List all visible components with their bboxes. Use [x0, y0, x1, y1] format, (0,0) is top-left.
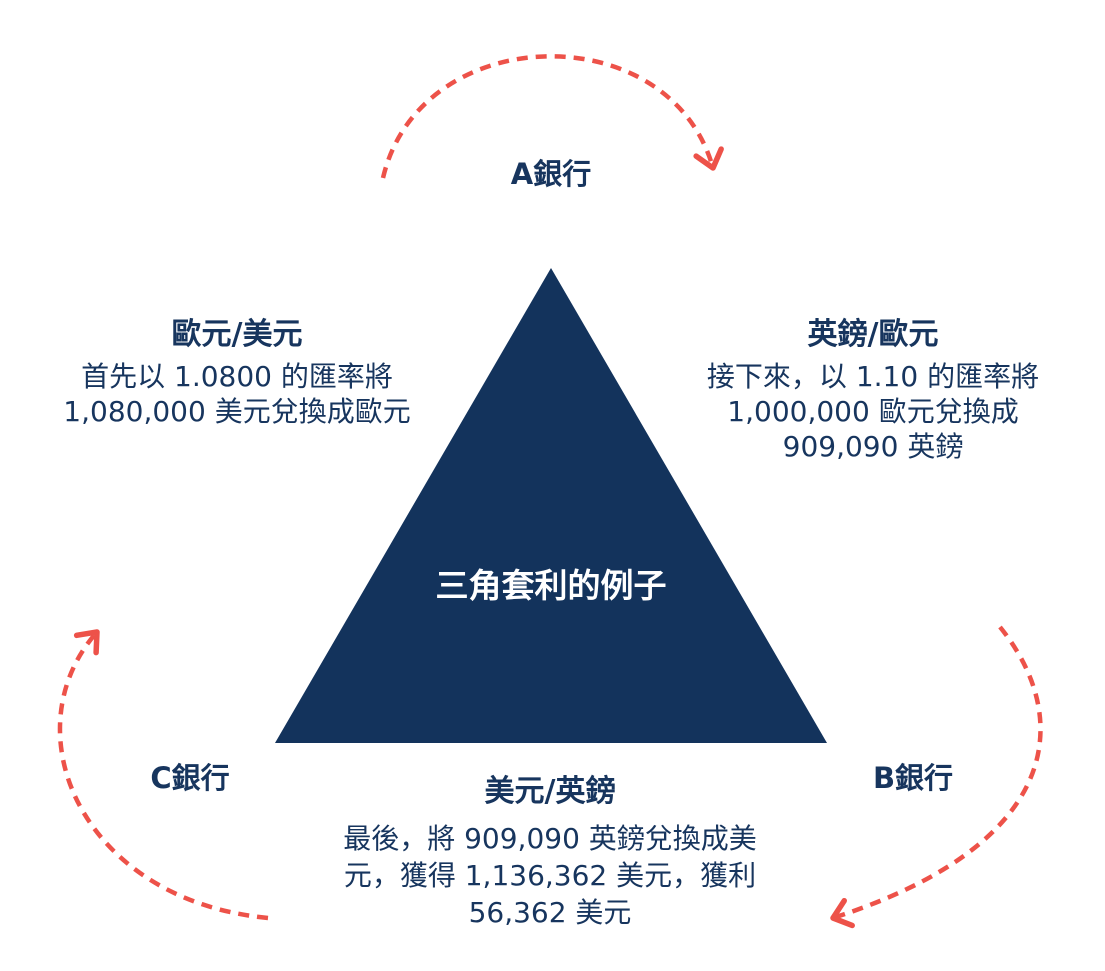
step-usd-gbp-line-2: 元，獲得 1,136,362 美元，獲利	[343, 859, 757, 892]
step-usd-gbp-title: 美元/英鎊	[484, 774, 616, 809]
bank-c-label: C銀行	[150, 761, 230, 795]
bank-a-label: A銀行	[510, 157, 592, 191]
step-eur-usd-line-2: 1,080,000 美元兌換成歐元	[63, 395, 411, 428]
step-gbp-eur-line-1: 接下來，以 1.10 的匯率將	[706, 360, 1040, 393]
flow-arc-right-icon	[830, 625, 1043, 929]
step-eur-usd-line-1: 首先以 1.0800 的匯率將	[81, 360, 393, 393]
step-gbp-eur-block: 英鎊/歐元 接下來，以 1.10 的匯率將 1,000,000 歐元兌換成 90…	[658, 317, 1088, 464]
step-gbp-eur-line-3: 909,090 英鎊	[782, 430, 964, 463]
flow-arc-left-icon	[57, 629, 269, 921]
bank-b-label: B銀行	[872, 761, 954, 795]
step-usd-gbp-line-1: 最後，將 909,090 英鎊兌換成美	[343, 822, 757, 855]
step-gbp-eur-title: 英鎊/歐元	[807, 317, 939, 352]
step-usd-gbp-block: 美元/英鎊 最後，將 909,090 英鎊兌換成美 元，獲得 1,136,362…	[300, 774, 800, 931]
flow-arc-top-icon	[380, 54, 724, 179]
step-gbp-eur-line-2: 1,000,000 歐元兌換成	[727, 395, 1019, 428]
step-usd-gbp-line-3: 56,362 美元	[468, 896, 632, 929]
step-eur-usd-title: 歐元/美元	[171, 317, 303, 352]
step-eur-usd-block: 歐元/美元 首先以 1.0800 的匯率將 1,080,000 美元兌換成歐元	[17, 317, 457, 429]
triangle-shape	[275, 268, 827, 743]
diagram-title: 三角套利的例子	[435, 566, 667, 605]
